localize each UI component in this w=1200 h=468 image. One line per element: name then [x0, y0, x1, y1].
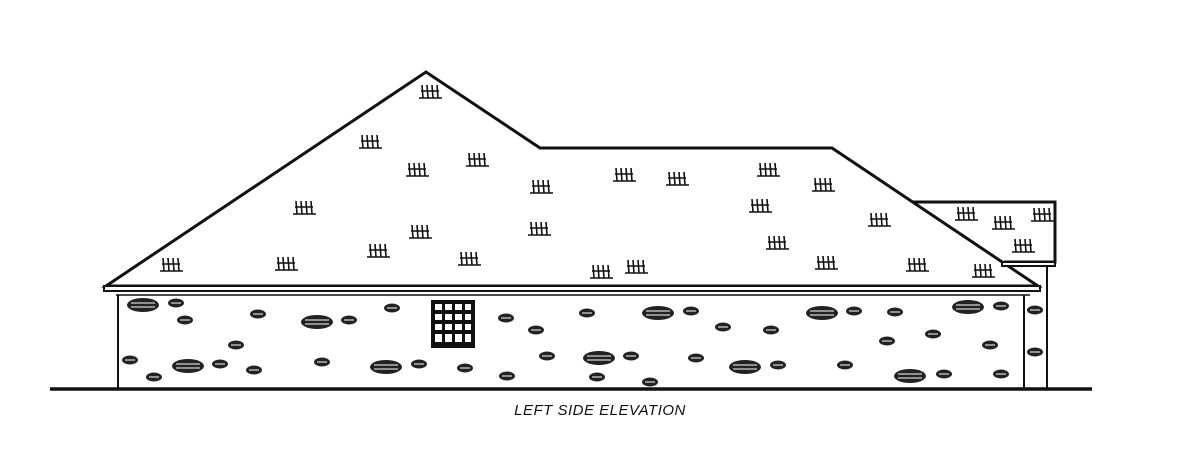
main-roof — [101, 70, 1043, 288]
brick-mark — [715, 322, 731, 332]
shingle-mark — [812, 177, 835, 192]
brick-mark — [763, 325, 779, 335]
brick-mark — [457, 363, 473, 373]
eave-fascia — [103, 261, 1056, 296]
roof — [101, 70, 1057, 288]
shingle-mark — [906, 257, 929, 272]
brick-mark — [384, 303, 400, 313]
brick-mark — [982, 340, 998, 350]
brick-mark — [301, 315, 333, 329]
brick-mark — [642, 377, 658, 387]
brick-mark — [528, 325, 544, 335]
shingle-mark — [749, 198, 772, 213]
brick-mark — [837, 360, 853, 370]
brick-mark — [122, 355, 138, 365]
shingle-mark — [1012, 238, 1035, 253]
shingle-mark — [666, 171, 689, 186]
brick-mark — [228, 340, 244, 350]
brick-mark — [146, 372, 162, 382]
brick-mark — [499, 371, 515, 381]
brick-mark — [879, 336, 895, 346]
shingle-mark — [625, 259, 648, 274]
walls — [117, 266, 1048, 388]
brick-mark — [341, 315, 357, 325]
shingle-mark — [406, 162, 429, 177]
brick-mark — [993, 369, 1009, 379]
brick-mark — [623, 351, 639, 361]
brick-mark — [770, 360, 786, 370]
brick-mark — [683, 306, 699, 316]
shingle-mark — [275, 256, 298, 271]
shingle-mark — [528, 221, 551, 236]
brick-mark — [642, 306, 674, 320]
shingle-mark — [160, 257, 183, 272]
brick-mark — [1027, 347, 1043, 357]
brick-mark — [411, 359, 427, 369]
shingle-mark — [955, 206, 978, 221]
shingle-mark — [1031, 207, 1054, 222]
brick-mark — [846, 306, 862, 316]
brick-mark — [688, 353, 704, 363]
attic-vent — [431, 300, 475, 348]
shingle-mark — [868, 212, 891, 227]
shingle-mark — [359, 134, 382, 149]
brick-mark — [168, 298, 184, 308]
brick-mark — [370, 360, 402, 374]
brick-mark — [172, 359, 204, 373]
shingle-mark — [815, 255, 838, 270]
brick-mark — [579, 308, 595, 318]
brick-mark — [177, 315, 193, 325]
brick-mark — [589, 372, 605, 382]
shingle-mark — [419, 84, 442, 99]
brick-mark — [925, 329, 941, 339]
drawing-caption: LEFT SIDE ELEVATION — [514, 402, 686, 419]
shingle-mark — [766, 235, 789, 250]
shingle-mark — [972, 263, 995, 278]
shingle-mark — [613, 167, 636, 182]
brick-mark — [993, 301, 1009, 311]
brick-mark — [314, 357, 330, 367]
shingle-mark — [466, 152, 489, 167]
brick-mark — [539, 351, 555, 361]
shingle-texture — [160, 84, 1054, 279]
shingle-mark — [992, 215, 1015, 230]
brick-mark — [887, 307, 903, 317]
shingle-mark — [367, 243, 390, 258]
brick-mark — [729, 360, 761, 374]
brick-mark — [127, 298, 159, 312]
brick-mark — [246, 365, 262, 375]
shingle-mark — [293, 200, 316, 215]
brick-mark — [212, 359, 228, 369]
brick-mark — [952, 300, 984, 314]
shingle-mark — [458, 251, 481, 266]
shingle-mark — [757, 162, 780, 177]
brick-mark — [498, 313, 514, 323]
brick-mark — [583, 351, 615, 365]
shingle-mark — [590, 264, 613, 279]
brick-mark — [250, 309, 266, 319]
brick-mark — [806, 306, 838, 320]
brick-mark — [936, 369, 952, 379]
brick-texture — [122, 298, 1043, 387]
brick-mark — [1027, 305, 1043, 315]
shingle-mark — [530, 179, 553, 194]
brick-mark — [894, 369, 926, 383]
shingle-mark — [409, 224, 432, 239]
